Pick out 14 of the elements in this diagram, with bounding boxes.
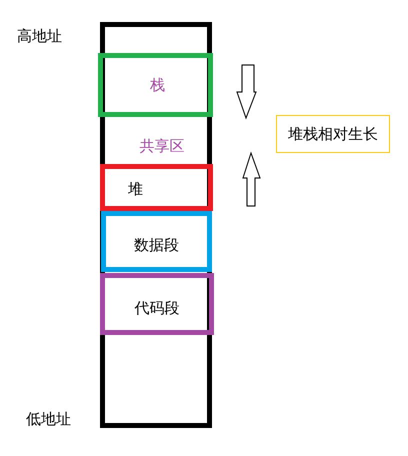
segment-box (98, 53, 213, 117)
text-label: 共享区 (140, 137, 184, 155)
segment-box (100, 164, 213, 211)
segment-box (101, 211, 212, 272)
segment-label: 数据段 (134, 235, 179, 255)
segment-label: 堆栈相对生长 (288, 124, 378, 144)
memory-column (100, 22, 212, 428)
segment-label: 栈 (149, 76, 165, 94)
text-label: 高地址 (17, 27, 62, 45)
segment-box (100, 273, 214, 335)
segment-label: 代码段 (134, 298, 180, 318)
note-box (276, 115, 390, 153)
segment-label: 堆 (127, 179, 143, 199)
text-label: 低地址 (26, 410, 71, 428)
